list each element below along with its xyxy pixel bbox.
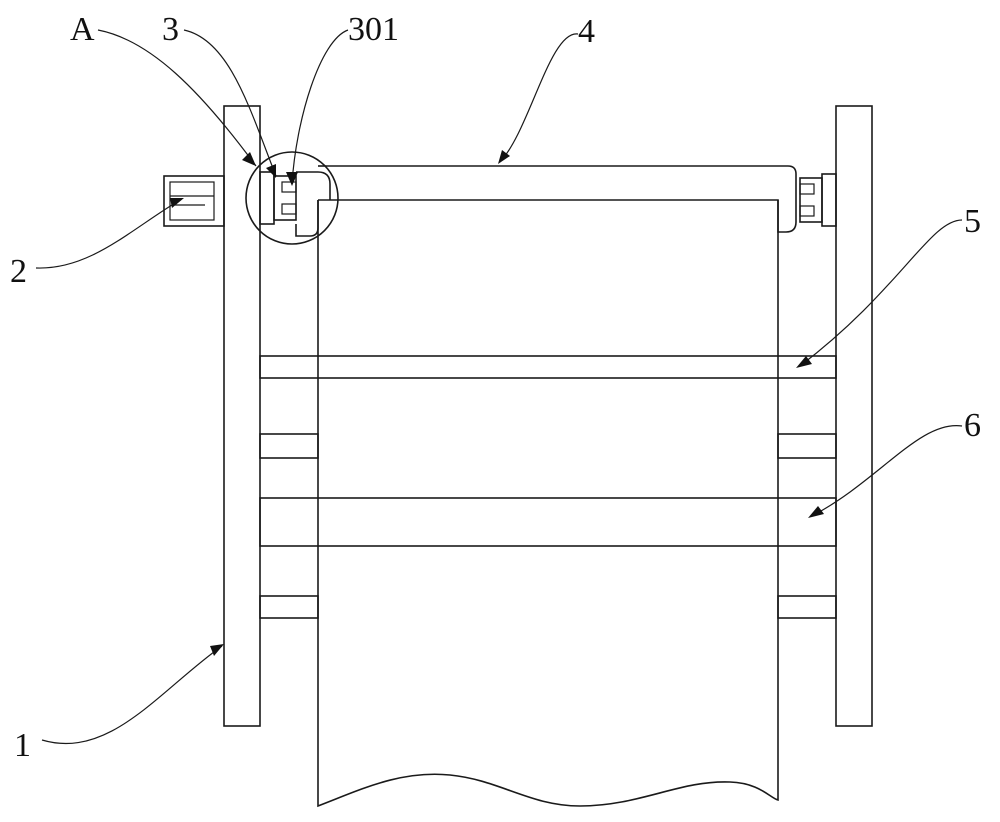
leader-6 xyxy=(808,425,963,518)
left-bearing xyxy=(259,171,331,237)
label-301: 301 xyxy=(348,11,399,48)
leader-1 xyxy=(41,644,224,745)
detail-circle-a xyxy=(245,151,339,245)
leader-3 xyxy=(183,29,277,178)
leader-4 xyxy=(498,33,579,164)
left-clamp-blocks xyxy=(259,433,319,619)
crossbar-upper xyxy=(259,355,837,379)
motor xyxy=(163,175,225,227)
crossbar-lower xyxy=(259,497,837,547)
left-post xyxy=(223,105,261,727)
right-post xyxy=(835,105,873,727)
label-2: 2 xyxy=(10,253,27,290)
hanging-sheet xyxy=(317,200,779,808)
roller xyxy=(318,165,797,233)
right-bearing xyxy=(799,173,837,227)
leader-301 xyxy=(286,29,349,186)
leader-2 xyxy=(35,198,184,269)
leader-5 xyxy=(796,219,963,368)
label-4: 4 xyxy=(578,13,595,50)
right-clamp-blocks xyxy=(777,433,837,619)
label-6: 6 xyxy=(964,407,981,444)
label-3: 3 xyxy=(162,11,179,48)
label-1: 1 xyxy=(14,727,31,764)
label-5: 5 xyxy=(964,203,981,240)
label-a: A xyxy=(70,11,95,48)
leader-a xyxy=(97,29,257,167)
